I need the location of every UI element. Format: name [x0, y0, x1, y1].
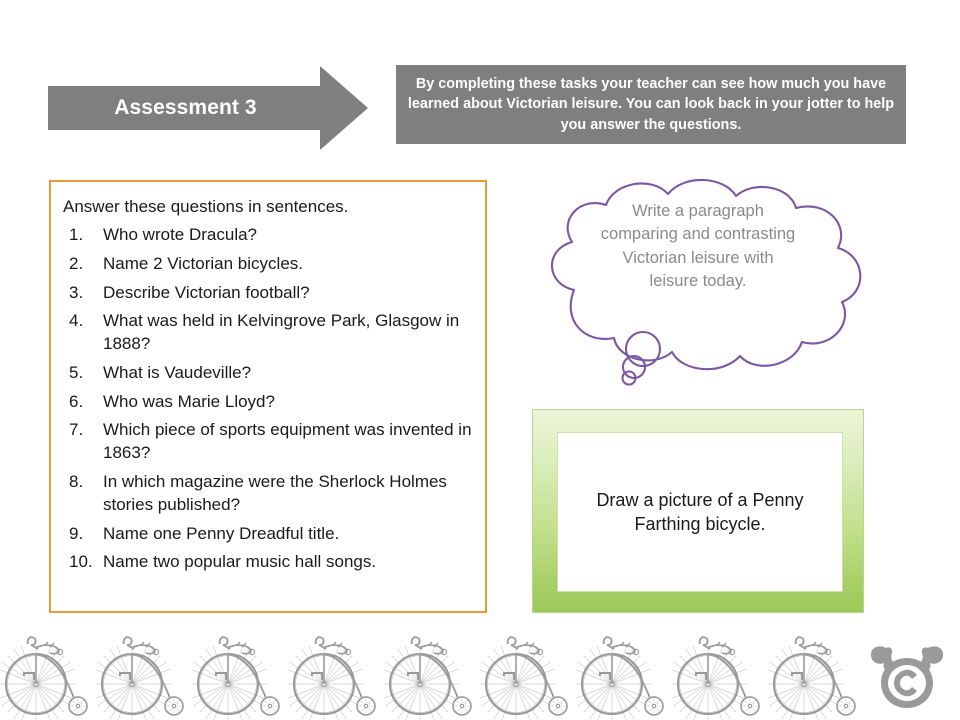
questions-list: 1. Who wrote Dracula? 2. Name 2 Victoria…	[61, 224, 473, 574]
thought-cloud-icon	[550, 178, 862, 386]
assessment-title-arrow: Assessment 3	[48, 66, 368, 150]
penny-farthing-bicycle-icon	[192, 628, 288, 720]
question-text: In which magazine were the Sherlock Holm…	[103, 471, 447, 514]
arrow-shape-icon	[48, 66, 368, 150]
question-number: 1.	[69, 225, 84, 245]
penny-farthing-bicycle-icon	[384, 628, 480, 720]
question-text: Which piece of sports equipment was inve…	[103, 420, 472, 463]
penny-farthing-bicycle-icon	[288, 628, 384, 720]
penny-farthing-bicycle-icon	[576, 628, 672, 720]
penny-farthing-bicycle-icon	[480, 628, 576, 720]
question-text: What is Vaudeville?	[103, 362, 252, 382]
penny-farthing-bicycle-icon	[0, 636, 88, 720]
question-number: 10.	[69, 552, 93, 572]
penny-farthing-bicycle-icon	[768, 628, 864, 720]
question-number: 5.	[69, 362, 84, 382]
questions-panel: Answer these questions in sentences. 1. …	[49, 180, 487, 613]
list-item: 7. Which piece of sports equipment was i…	[61, 419, 473, 465]
list-item: 2. Name 2 Victorian bicycles.	[61, 253, 473, 276]
thought-cloud-text: Write a paragraph comparing and contrast…	[600, 202, 796, 291]
question-text: Name two popular music hall songs.	[103, 552, 377, 572]
list-item: 1. Who wrote Dracula?	[61, 224, 473, 247]
question-number: 2.	[69, 253, 84, 273]
question-number: 9.	[69, 523, 84, 543]
questions-intro: Answer these questions in sentences.	[63, 197, 349, 216]
question-text: Name 2 Victorian bicycles.	[103, 253, 303, 273]
question-number: 4.	[69, 311, 84, 331]
moose-copyright-logo-icon	[862, 638, 952, 710]
moose-copyright-logo-icon	[870, 646, 944, 708]
draw-task-text: Draw a picture of a Penny Farthing bicyc…	[596, 489, 804, 534]
list-item: 5. What is Vaudeville?	[61, 362, 473, 385]
question-text: Who was Marie Lloyd?	[103, 391, 275, 411]
assessment-title-label: Assessment 3	[114, 96, 257, 119]
question-number: 3.	[69, 282, 84, 302]
question-number: 7.	[69, 420, 84, 440]
question-text: Describe Victorian football?	[103, 282, 310, 302]
draw-task-box: Draw a picture of a Penny Farthing bicyc…	[532, 409, 864, 613]
list-item: 9. Name one Penny Dreadful title.	[61, 523, 473, 546]
instruction-box: By completing these tasks your teacher c…	[396, 65, 906, 144]
thought-cloud: Write a paragraph comparing and contrast…	[528, 172, 888, 397]
list-item: 10. Name two popular music hall songs.	[61, 551, 473, 574]
penny-farthing-bicycle-icon	[672, 628, 768, 720]
instruction-text: By completing these tasks your teacher c…	[407, 75, 895, 133]
list-item: 6. Who was Marie Lloyd?	[61, 391, 473, 414]
list-item: 3. Describe Victorian football?	[61, 282, 473, 305]
bicycle-decoration-strip	[0, 620, 960, 720]
question-number: 6.	[69, 391, 84, 411]
list-item: 8. In which magazine were the Sherlock H…	[61, 471, 473, 517]
question-text: Who wrote Dracula?	[103, 225, 258, 245]
question-number: 8.	[69, 471, 84, 491]
penny-farthing-bicycle-icon	[96, 628, 192, 720]
question-text: Name one Penny Dreadful title.	[103, 523, 340, 543]
list-item: 4. What was held in Kelvingrove Park, Gl…	[61, 310, 473, 356]
question-text: What was held in Kelvingrove Park, Glasg…	[103, 311, 460, 354]
draw-task-canvas-area[interactable]: Draw a picture of a Penny Farthing bicyc…	[557, 432, 843, 592]
penny-farthing-bicycle-icon	[0, 628, 96, 720]
